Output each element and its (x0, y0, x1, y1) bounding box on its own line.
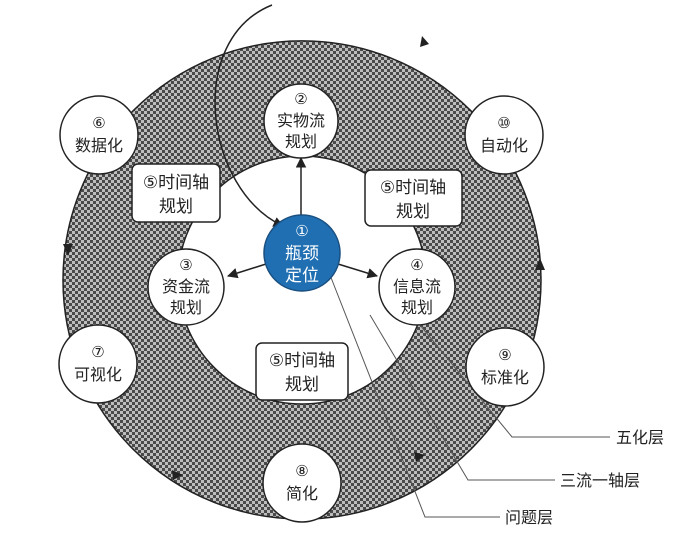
node-zidong: ⑩ 自动化 (464, 95, 544, 175)
legend-sanliu: 三流一轴层 (560, 471, 640, 490)
ring-direction-arrows (63, 36, 545, 480)
node-zijin: ③ 资金流 规划 (147, 248, 225, 326)
node-label: 自动化 (480, 136, 528, 155)
timeaxis-box-right: ⑤时间轴 规划 (364, 169, 463, 227)
arrow-to-zijin (226, 263, 267, 279)
outer-ring (62, 40, 542, 520)
node-jian: ⑧ 简化 (262, 443, 342, 523)
leader-lines (329, 274, 610, 518)
node-number: ② (294, 90, 307, 108)
node-number: ④ (410, 256, 423, 274)
node-xinxi: ④ 信息流 规划 (378, 248, 456, 326)
center-line1: 瓶颈 (285, 244, 319, 264)
node-number: ⑩ (497, 114, 510, 132)
timeaxis-box-left: ⑤时间轴 规划 (131, 163, 221, 223)
node-label: 标准化 (481, 368, 529, 387)
timeaxis-line2: 规划 (396, 202, 430, 222)
timeaxis-line1: ⑤时间轴 (143, 173, 209, 193)
leader-wuhua (419, 324, 610, 438)
ring-arrow-icon (172, 470, 183, 480)
leader-wenti (329, 274, 500, 518)
node-number: ⑥ (92, 114, 105, 132)
node-label-line1: 资金流 (162, 277, 210, 296)
node-label-line1: 实物流 (277, 111, 325, 130)
node-keshi: ⑦ 可视化 (58, 324, 138, 404)
node-number: ⑧ (295, 462, 308, 480)
node-label-line2: 规划 (170, 298, 202, 317)
legend-wuhua: 五化层 (616, 428, 664, 447)
node-label-line2: 规划 (285, 132, 317, 151)
ring-arrow-icon (414, 452, 425, 462)
ring-arrow-icon (535, 258, 545, 270)
ring-arrow-icon (420, 36, 429, 47)
timeaxis-line1: ⑤时间轴 (269, 351, 335, 371)
node-label-line1: 信息流 (393, 277, 441, 296)
node-label: 可视化 (74, 365, 122, 384)
node-center: ① 瓶颈 定位 (263, 214, 341, 292)
center-number: ① (295, 222, 308, 240)
timeaxis-line2: 规划 (159, 197, 193, 217)
node-number: ⑦ (91, 343, 104, 361)
feedback-curve (214, 4, 284, 227)
arrow-to-xinxi (337, 263, 379, 279)
node-wuliu: ② 实物流 规划 (263, 83, 339, 159)
node-shuju: ⑥ 数据化 (59, 95, 139, 175)
node-label-line2: 规划 (401, 298, 433, 317)
node-label: 简化 (286, 484, 318, 503)
node-number: ⑨ (498, 346, 511, 364)
timeaxis-line2: 规划 (285, 375, 319, 395)
node-biaozhun: ⑨ 标准化 (465, 327, 545, 407)
timeaxis-box-bottom: ⑤时间轴 规划 (255, 342, 349, 401)
timeaxis-line1: ⑤时间轴 (380, 178, 446, 198)
leader-sanliu (369, 314, 555, 481)
node-label: 数据化 (75, 136, 123, 155)
ring-arrow-icon (63, 244, 73, 256)
legend-wenti: 问题层 (505, 508, 553, 527)
center-line2: 定位 (285, 266, 319, 286)
node-number: ③ (179, 256, 192, 274)
